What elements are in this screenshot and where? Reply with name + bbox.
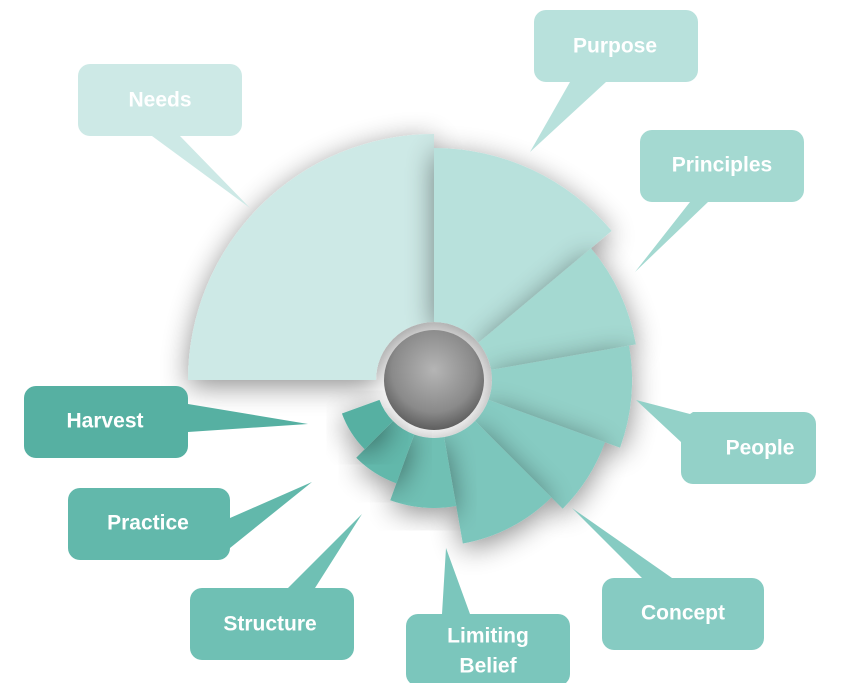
label-structure: Structure (223, 613, 316, 636)
callout-purpose: Purpose (530, 10, 698, 152)
callout-principles: Principles (635, 130, 804, 272)
segment-harvest (341, 399, 393, 450)
label-belief: Belief (459, 655, 517, 678)
label-practice: Practice (107, 512, 189, 535)
segment-practice-shape (356, 421, 415, 484)
label-limiting: Limiting (447, 625, 529, 648)
label-harvest: Harvest (66, 410, 143, 433)
segment-people-shape (488, 345, 632, 448)
label-people: People (726, 437, 795, 460)
callout-people: People (636, 400, 816, 484)
segment-principles-shape (478, 248, 636, 370)
wheel (188, 134, 636, 544)
segment-needs (188, 134, 434, 380)
segment-principles (478, 248, 636, 370)
callouts: Needs Purpose Principles People Concept … (24, 10, 816, 683)
callout-needs: Needs (78, 64, 250, 208)
segment-limiting-belief (444, 421, 552, 544)
segment-harvest-shape (341, 399, 393, 450)
segment-structure-shape (390, 434, 457, 509)
label-needs: Needs (128, 89, 191, 112)
segment-purpose-shape (434, 148, 612, 343)
segment-needs-shape (188, 134, 434, 380)
label-purpose: Purpose (573, 35, 657, 58)
segment-people (488, 345, 632, 448)
callout-harvest: Harvest (24, 386, 308, 458)
callout-limiting-belief: Limiting Belief (406, 548, 570, 683)
callout-practice: Practice (68, 482, 312, 560)
segment-structure (390, 434, 457, 509)
segment-concept (475, 399, 606, 509)
segment-purpose (434, 148, 612, 343)
label-principles: Principles (672, 154, 772, 177)
segment-limiting-belief-shape (444, 421, 552, 544)
label-concept: Concept (641, 602, 725, 625)
callout-structure: Structure (190, 514, 362, 660)
callout-concept: Concept (572, 508, 764, 650)
segment-practice (356, 421, 415, 484)
segment-concept-shape (475, 399, 606, 509)
wheel-hub (384, 330, 484, 430)
